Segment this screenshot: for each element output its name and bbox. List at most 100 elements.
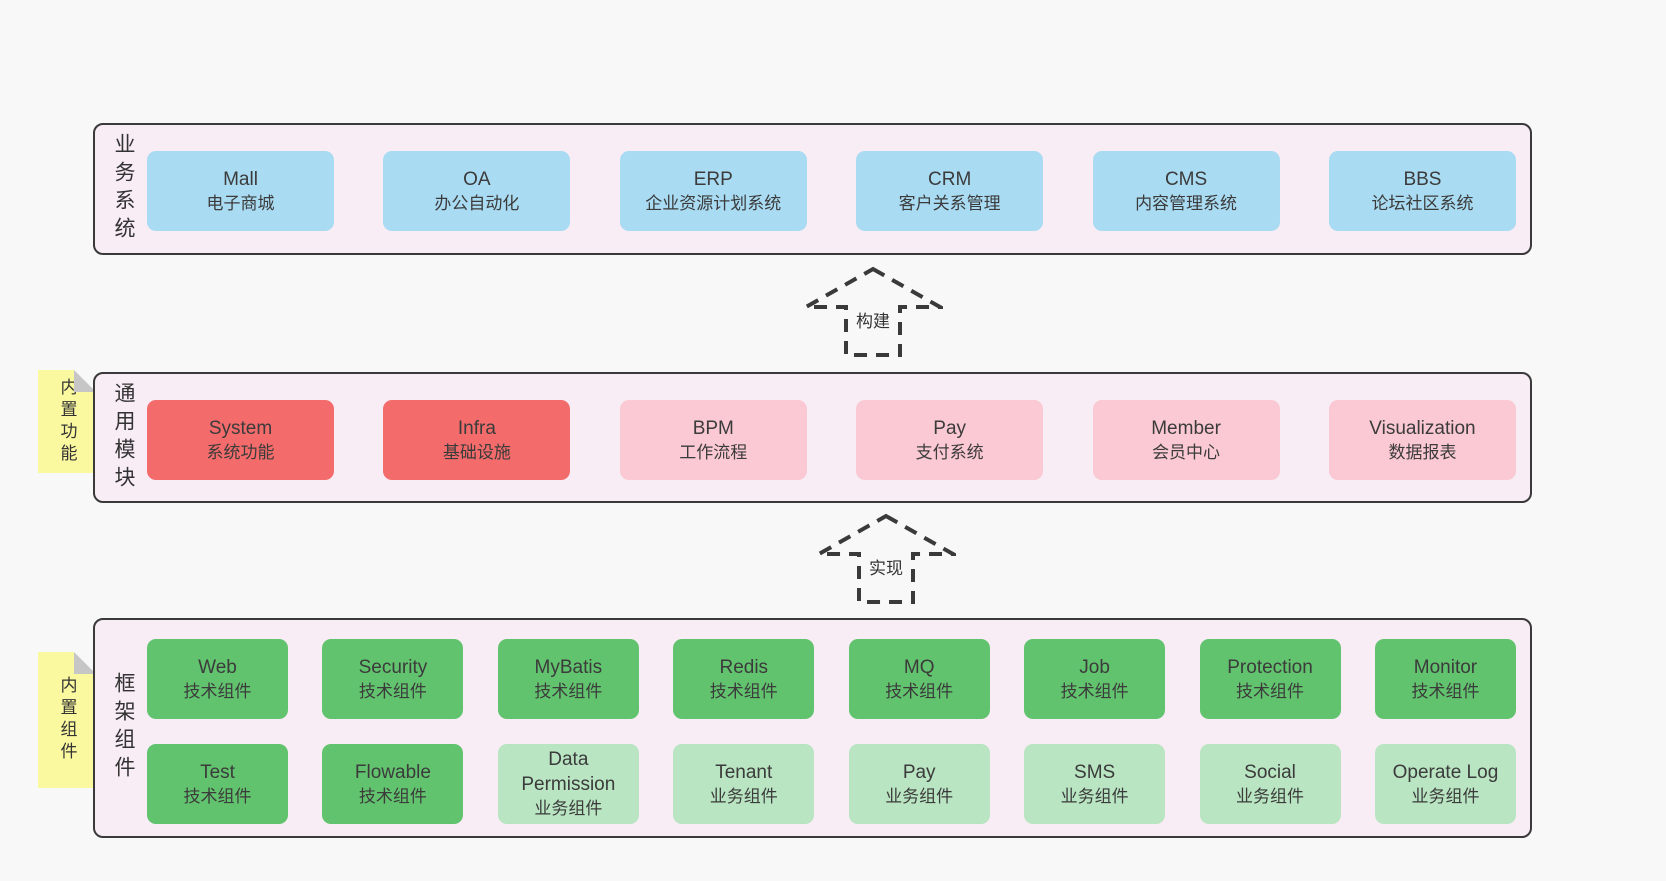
box-bpm: BPM 工作流程: [619, 400, 807, 480]
box-social: Social 业务组件: [1199, 744, 1341, 824]
box-subtitle: 会员中心: [1152, 442, 1221, 462]
build-arrow-icon: 构建: [803, 266, 943, 358]
box-bbs: BBS 论坛社区系统: [1328, 151, 1516, 231]
box-subtitle: 业务组件: [1060, 786, 1129, 806]
box-redis: Redis 技术组件: [673, 639, 815, 719]
box-member: Member 会员中心: [1092, 400, 1280, 480]
box-subtitle: 支付系统: [915, 442, 984, 462]
box-subtitle: 客户关系管理: [898, 193, 1001, 213]
box-subtitle: 论坛社区系统: [1371, 193, 1474, 213]
box-tenant: Tenant 业务组件: [673, 744, 815, 824]
common-modules-row: System 系统功能 Infra 基础设施 BPM 工作流程 Pay 支付系统…: [147, 400, 1516, 480]
box-title: Redis: [719, 656, 769, 678]
box-subtitle: 业务组件: [709, 786, 778, 806]
box-subtitle: 基础设施: [442, 442, 511, 462]
box-title: SMS: [1074, 761, 1116, 783]
box-subtitle: 技术组件: [709, 681, 778, 701]
box-mybatis: MyBatis 技术组件: [497, 639, 639, 719]
box-title: Visualization: [1369, 417, 1476, 439]
box-web: Web 技术组件: [147, 639, 288, 719]
box-subtitle: 业务组件: [885, 786, 954, 806]
box-title: Member: [1151, 417, 1221, 439]
box-title: BPM: [692, 417, 734, 439]
box-sms: SMS 业务组件: [1024, 744, 1166, 824]
builtin-components-sticky-note: 内置组件: [38, 652, 96, 788]
box-subtitle: 系统功能: [206, 442, 275, 462]
framework-components-side-label: 框架组件: [112, 672, 135, 784]
box-subtitle: 工作流程: [679, 442, 748, 462]
box-title: Monitor: [1413, 656, 1478, 678]
box-subtitle: 技术组件: [534, 681, 603, 701]
box-test: Test 技术组件: [147, 744, 288, 824]
framework-components-row2: Test 技术组件 Flowable 技术组件 Data Permission …: [147, 744, 1516, 824]
box-title: Social: [1244, 761, 1296, 783]
common-modules-side-label: 通用模块: [112, 381, 135, 494]
box-title: CRM: [928, 168, 972, 190]
box-oa: OA 办公自动化: [383, 151, 571, 231]
box-subtitle: 技术组件: [358, 681, 427, 701]
box-subtitle: 数据报表: [1388, 442, 1457, 462]
box-subtitle: 技术组件: [183, 786, 252, 806]
business-systems-row: Mall 电子商城 OA 办公自动化 ERP 企业资源计划系统 CRM 客户关系…: [147, 151, 1516, 231]
box-subtitle: 业务组件: [534, 799, 603, 818]
framework-components-row1: Web 技术组件 Security 技术组件 MyBatis 技术组件 Redi…: [147, 639, 1516, 719]
box-erp: ERP 企业资源计划系统: [619, 151, 807, 231]
box-title: MQ: [903, 656, 935, 678]
box-title: Test: [200, 761, 235, 783]
box-subtitle: 电子商城: [206, 193, 275, 213]
implement-arrow-label: 实现: [866, 554, 906, 579]
box-title: Job: [1079, 656, 1110, 678]
box-title: Pay: [933, 417, 967, 439]
box-system: System 系统功能: [147, 400, 334, 480]
box-title: ERP: [693, 168, 733, 190]
box-subtitle: 技术组件: [1060, 681, 1129, 701]
box-visualization: Visualization 数据报表: [1328, 400, 1516, 480]
box-title: Pay: [902, 761, 936, 783]
box-subtitle: 业务组件: [1411, 786, 1480, 806]
box-title: Mall: [223, 168, 258, 190]
box-protection: Protection 技术组件: [1199, 639, 1341, 719]
box-subtitle: 技术组件: [358, 786, 427, 806]
box-mall: Mall 电子商城: [147, 151, 334, 231]
builtin-features-label: 内置功能: [57, 377, 77, 466]
box-title: Security: [358, 656, 428, 678]
business-systems-side-label: 业务系统: [112, 133, 135, 245]
box-subtitle: 技术组件: [1236, 681, 1305, 701]
box-title: BBS: [1403, 168, 1442, 190]
box-monitor: Monitor 技术组件: [1374, 639, 1516, 719]
box-subtitle: 业务组件: [1236, 786, 1305, 806]
box-flowable: Flowable 技术组件: [322, 744, 464, 824]
box-title: CMS: [1164, 168, 1208, 190]
box-subtitle: 内容管理系统: [1135, 193, 1238, 213]
box-subtitle: 技术组件: [1411, 681, 1480, 701]
box-mq: MQ 技术组件: [848, 639, 990, 719]
box-subtitle: 技术组件: [885, 681, 954, 701]
box-cms: CMS 内容管理系统: [1092, 151, 1280, 231]
box-pay-component: Pay 业务组件: [848, 744, 990, 824]
box-title: System: [208, 417, 273, 439]
builtin-components-label: 内置组件: [57, 676, 77, 764]
implement-arrow-icon: 实现: [816, 513, 956, 605]
box-subtitle: 办公自动化: [434, 193, 520, 213]
box-subtitle: 企业资源计划系统: [645, 193, 782, 213]
box-title: Protection: [1227, 656, 1313, 678]
box-operate-log: Operate Log 业务组件: [1374, 744, 1516, 824]
framework-components-panel: 框架组件 Web 技术组件 Security 技术组件 MyBatis 技术组件…: [93, 618, 1532, 838]
common-modules-panel: 通用模块 System 系统功能 Infra 基础设施 BPM 工作流程 Pay…: [93, 372, 1532, 503]
box-infra: Infra 基础设施: [383, 400, 571, 480]
box-title: Tenant: [715, 761, 773, 783]
box-security: Security 技术组件: [322, 639, 464, 719]
builtin-features-sticky-note: 内置功能: [38, 370, 96, 473]
box-title: Data Permission: [521, 749, 616, 795]
box-data-permission: Data Permission 业务组件: [497, 744, 639, 824]
box-title: Infra: [457, 417, 496, 439]
build-arrow-label: 构建: [853, 307, 893, 332]
box-title: MyBatis: [534, 656, 603, 678]
business-systems-panel: 业务系统 Mall 电子商城 OA 办公自动化 ERP 企业资源计划系统 CRM…: [93, 123, 1532, 255]
box-title: Flowable: [354, 761, 431, 783]
box-title: OA: [463, 168, 491, 190]
box-pay-system: Pay 支付系统: [856, 400, 1044, 480]
box-title: Web: [198, 656, 237, 678]
box-title: Operate Log: [1392, 761, 1499, 783]
box-job: Job 技术组件: [1024, 639, 1166, 719]
